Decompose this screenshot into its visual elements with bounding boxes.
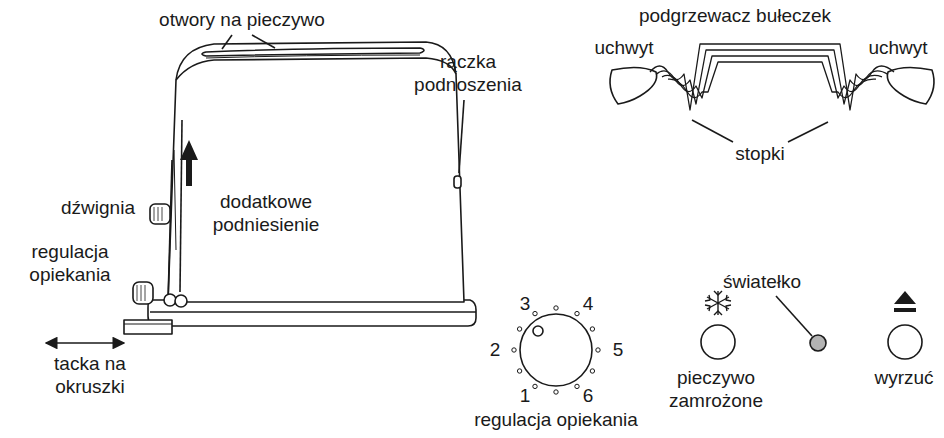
dial-tick: [590, 327, 594, 331]
part-label: dźwignia: [51, 196, 145, 219]
dial-tick: [554, 306, 558, 310]
part-label: otwory na pieczywo: [132, 8, 352, 31]
dial-tick: [554, 390, 558, 394]
warmer-wire: [656, 50, 888, 104]
part-label: rączka podnoszenia: [393, 50, 543, 96]
part-label: regulacja opiekania: [14, 240, 126, 286]
part-label: regulacja opiekania: [446, 408, 666, 431]
warmer-wire: [662, 56, 882, 98]
dial-tick: [517, 327, 521, 331]
part-label: uchwyt: [579, 36, 669, 59]
dial-number: 4: [578, 292, 598, 315]
part-label: światełko: [707, 270, 817, 293]
dial-tick: [533, 311, 537, 315]
dial-tick: [575, 384, 579, 388]
dial-tick: [533, 384, 537, 388]
dial-number: 1: [515, 384, 535, 407]
dial-number: 5: [608, 338, 628, 361]
button-label: wyrzuć: [868, 366, 940, 389]
part-label: stopki: [715, 142, 805, 165]
dial-number: 2: [485, 338, 505, 361]
warmer-wire: [650, 44, 894, 110]
dial-tick: [512, 348, 516, 352]
dial-number: 3: [515, 292, 535, 315]
dial-tick: [596, 348, 600, 352]
dial-tick: [590, 369, 594, 373]
dial-tick: [517, 369, 521, 373]
dial-tick: [575, 311, 579, 315]
part-label: dodatkowe podniesienie: [191, 190, 341, 236]
dial-number: 6: [578, 384, 598, 407]
heading-label: podgrzewacz bułeczek: [605, 4, 865, 27]
button-label: pieczywo zamrożone: [656, 366, 776, 412]
part-label: tacka na okruszki: [30, 352, 150, 398]
warmer-wire: [668, 62, 876, 98]
part-label: uchwyt: [856, 36, 940, 59]
